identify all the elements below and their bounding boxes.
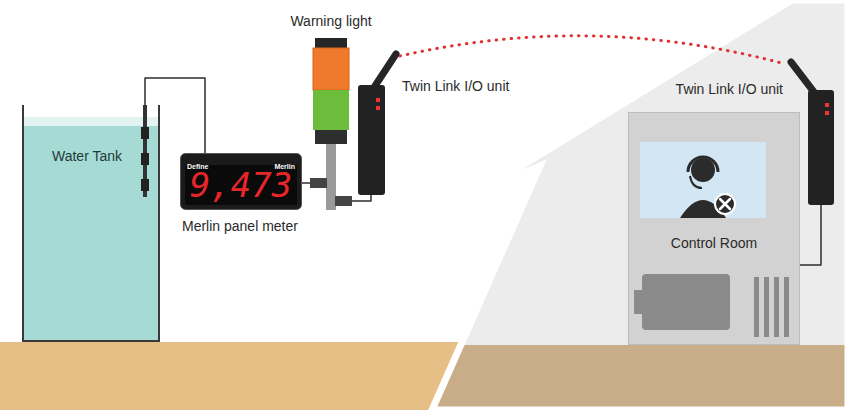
machine [642, 274, 730, 330]
node-label: Water Tank [52, 148, 122, 164]
tool-icon [720, 199, 730, 209]
panel-meter: Merlin panel meterDefineMerlin9,473 [180, 153, 302, 210]
control-room-drawing [628, 112, 800, 345]
node-label: 9,473 [190, 166, 292, 204]
text-slot: Merlin panel meter [182, 217, 298, 235]
orange-lamp-edge [313, 48, 349, 90]
vent [754, 277, 759, 337]
tank-drawing [22, 105, 160, 342]
wireless-link [400, 36, 785, 64]
twin-link-unit: Twin Link I/O unit [358, 50, 400, 195]
io-body [358, 85, 385, 195]
node-label: Warning light [290, 13, 371, 29]
headset [688, 157, 718, 172]
text-slot: Control Room [628, 234, 800, 252]
meter-bezel [181, 154, 302, 210]
text-slot: Warning light [290, 12, 371, 30]
led [376, 98, 380, 102]
mount-bracket [310, 178, 327, 188]
probe-float [141, 153, 149, 165]
tool-badge [715, 194, 735, 214]
light-base [315, 130, 347, 144]
io-unit-drawing [358, 50, 400, 195]
signal-wire [800, 205, 821, 265]
signal-wire [302, 182, 310, 184]
meter-window [185, 165, 297, 205]
orange-lamp [313, 48, 349, 90]
probe-float [141, 179, 149, 191]
machine-part [634, 290, 644, 314]
signal-wire [352, 195, 371, 201]
pole [326, 142, 336, 210]
led [825, 103, 829, 107]
light-cap [315, 38, 347, 48]
operator-head [691, 158, 715, 182]
warning-light: Warning light [310, 38, 352, 210]
vent [784, 277, 789, 337]
right-ground [0, 345, 848, 410]
probe-float [141, 127, 149, 139]
node-label: Twin Link I/O unit [676, 81, 783, 97]
node-label: Twin Link I/O unit [402, 78, 509, 94]
divider-line [432, 0, 848, 410]
vent [764, 277, 769, 337]
building [629, 113, 800, 345]
node-label: Control Room [671, 235, 757, 251]
water-tank: Water Tank [22, 105, 160, 342]
green-lamp [313, 90, 349, 130]
water [23, 125, 159, 340]
tank-outline [23, 105, 159, 341]
text-slot: Twin Link I/O unit [676, 80, 783, 98]
io-body [808, 90, 834, 205]
window [640, 142, 766, 218]
control-room: Control Room [628, 112, 800, 345]
mount-bracket [335, 196, 352, 206]
stack-light [310, 38, 352, 210]
vent [774, 277, 779, 337]
text-slot: Twin Link I/O unit [402, 77, 509, 95]
led [376, 106, 380, 110]
headset-mic [690, 176, 702, 188]
node-label: Merlin panel meter [182, 218, 298, 234]
text-slot: Water Tank [52, 147, 122, 165]
left-ground [0, 342, 848, 410]
water-surface [23, 117, 159, 126]
led [825, 111, 829, 115]
text-slot: 9,473 [180, 166, 302, 204]
